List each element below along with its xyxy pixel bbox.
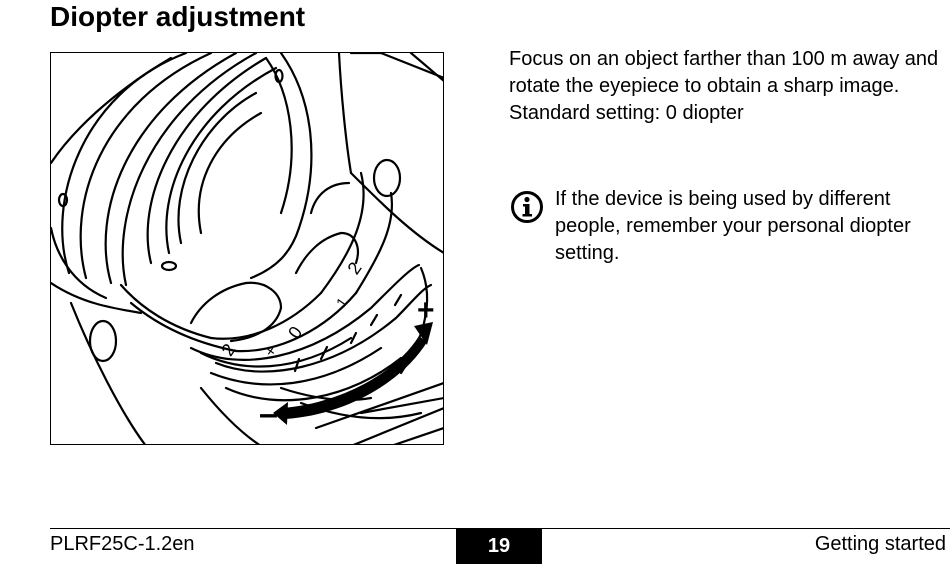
- instruction-text: Focus on an object farther than 100 m aw…: [509, 48, 939, 97]
- standard-setting-text: Standard setting: 0 diopter: [509, 102, 744, 124]
- diopter-illustration: 2 1 0 + 2 + –: [50, 52, 444, 445]
- page-title: Diopter adjustment: [50, 1, 306, 32]
- page-number: 19: [456, 528, 542, 564]
- info-icon: [511, 191, 543, 223]
- footer-doc-id: PLRF25C-1.2en: [50, 533, 195, 555]
- footer-section: Getting started: [814, 533, 946, 555]
- plus-label: +: [417, 294, 435, 327]
- scale-label-0: 0: [284, 323, 306, 343]
- note-text: If the device is being used by different…: [555, 188, 911, 264]
- info-note: If the device is being used by different…: [510, 186, 950, 276]
- scale-label-2-top: 2: [344, 258, 366, 278]
- scale-label-1: 1: [333, 294, 351, 310]
- instructions: Focus on an object farther than 100 m aw…: [509, 46, 939, 127]
- minus-label: –: [259, 395, 278, 433]
- scale-label-2-bottom: 2: [217, 340, 239, 360]
